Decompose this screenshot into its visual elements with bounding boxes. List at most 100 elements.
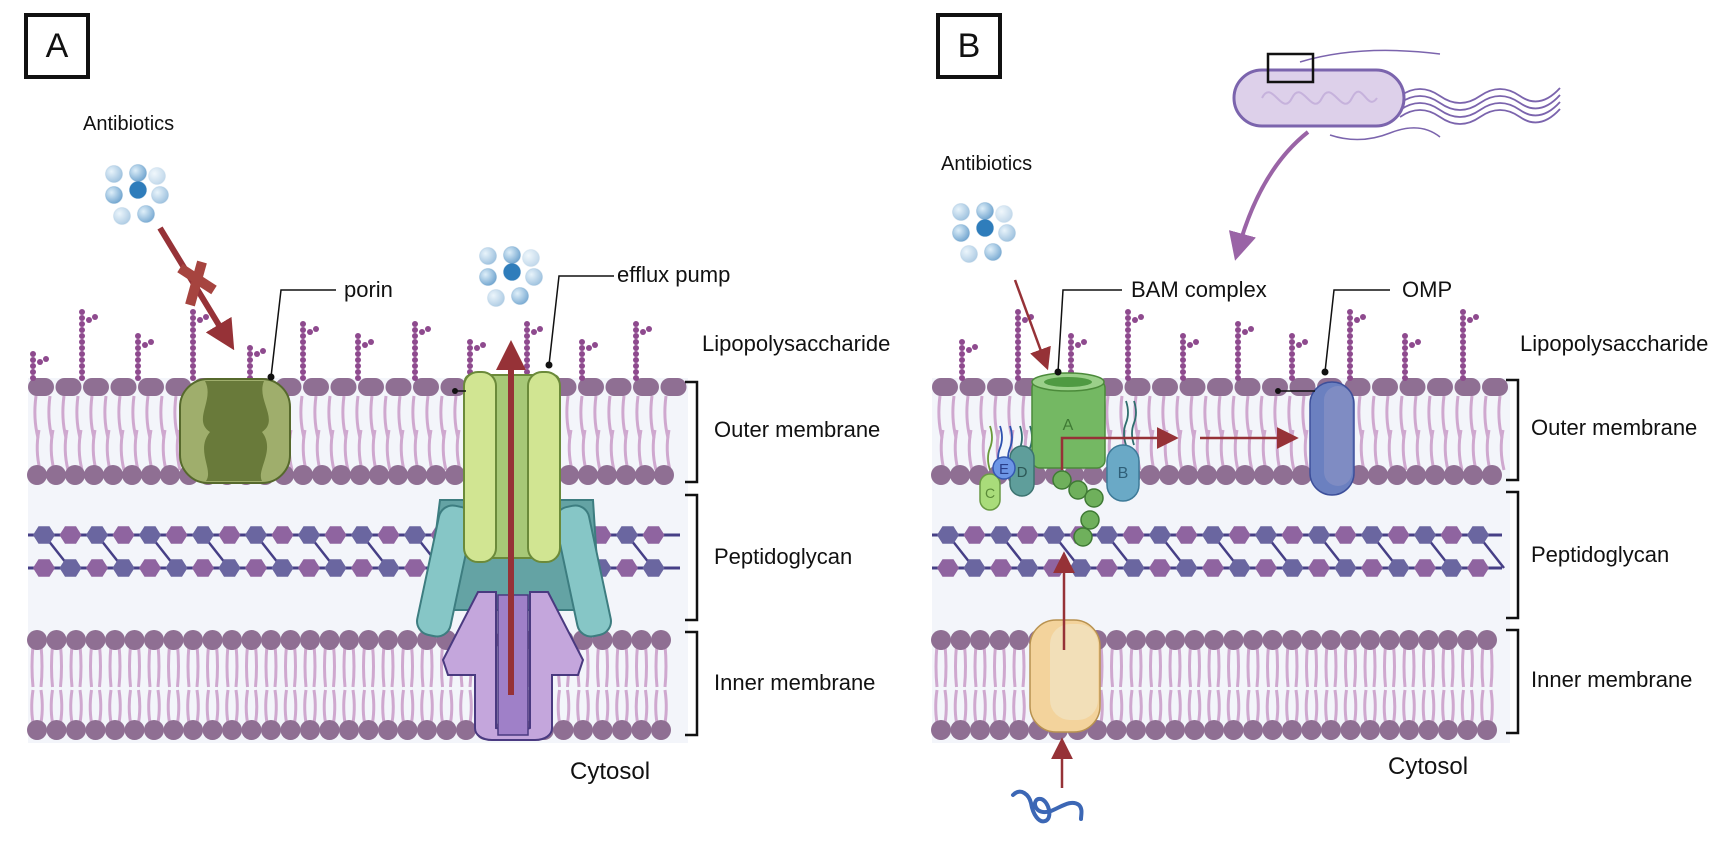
lps-sugar: [524, 351, 530, 357]
phospholipid-head: [1184, 720, 1205, 740]
lps-chain: [1289, 333, 1308, 381]
lps-sugar: [633, 351, 639, 357]
lps-sugar: [135, 345, 141, 351]
lps-sugar: [1460, 321, 1466, 327]
phospholipid-head: [651, 720, 671, 740]
panel-b-antibiotics-label: Antibiotics: [941, 153, 1033, 175]
phospholipid-head: [426, 465, 446, 485]
phospholipid-head: [597, 465, 617, 485]
lps-chain: [1180, 333, 1199, 381]
nag-nam-sugar: [1387, 559, 1410, 577]
lps-sugar: [300, 351, 306, 357]
nag-nam-sugar: [165, 559, 188, 577]
lps-sugar: [1402, 351, 1408, 357]
lps-sugar: [190, 327, 196, 333]
phospholipid-head: [27, 630, 47, 650]
nag-nam-sugar: [1414, 559, 1436, 577]
nag-nam-sugar: [616, 526, 638, 544]
phospholipid-head: [1254, 465, 1274, 485]
nag-nam-sugar: [1149, 559, 1171, 577]
phospholipid-head: [397, 630, 418, 650]
lps-chain: [1015, 309, 1034, 381]
phospholipid-head: [1457, 720, 1478, 740]
phospholipid-head: [1106, 630, 1127, 650]
lps-sugar: [79, 309, 85, 315]
lps-sugar: [1460, 351, 1466, 357]
nag-nam-sugar: [1281, 559, 1304, 577]
lps-sugar: [467, 345, 473, 351]
lps-sugar: [203, 314, 209, 320]
nag-nam-sugar: [1122, 526, 1145, 544]
lps-sugar: [1235, 333, 1241, 339]
phospholipid-head: [144, 630, 164, 650]
lps-sugar: [467, 339, 473, 345]
lps-sugar: [579, 357, 585, 363]
efflux-adaptor-left: [416, 504, 474, 638]
phospholipid-head: [456, 720, 476, 740]
phospholipid-head: [358, 720, 379, 740]
lps-sugar: [355, 351, 361, 357]
lipid-tail: [343, 429, 350, 471]
lps-sugar: [30, 375, 36, 381]
nag-nam-sugar: [245, 559, 267, 577]
lps-sugar: [1180, 333, 1186, 339]
lps-sugar: [1460, 327, 1466, 333]
lps-sugar: [412, 363, 418, 369]
flagellum: [1399, 87, 1561, 104]
lps-sugar: [959, 363, 965, 369]
nag-nam-sugar: [1414, 526, 1436, 544]
phospholipid-head: [592, 720, 613, 740]
lipopolysaccharide-chains: [959, 309, 1479, 381]
lps-sugar: [355, 369, 361, 375]
antibiotic-molecule: [976, 202, 994, 220]
nag-nam-sugar: [1043, 526, 1065, 544]
lps-sugar: [260, 348, 266, 354]
lps-sugar: [1402, 339, 1408, 345]
layer-bracket: [685, 380, 699, 484]
phospholipid-head: [1301, 720, 1322, 740]
lipid-tail: [385, 429, 392, 471]
phospholipid-head: [1262, 720, 1283, 740]
lps-sugar: [79, 357, 85, 363]
nag-nam-sugar: [351, 526, 373, 544]
panel-label-a: A: [24, 13, 90, 79]
lps-sugar: [1180, 339, 1186, 345]
lps-sugar: [524, 357, 530, 363]
lps-chain: [579, 339, 598, 381]
lps-sugar: [633, 327, 639, 333]
phospholipid-head: [1165, 720, 1185, 740]
bam-c-subunit: [979, 473, 1001, 511]
phospholipid-head: [573, 720, 593, 740]
lps-sugar: [1180, 345, 1186, 351]
phospholipid-head: [1126, 630, 1146, 650]
nag-nam-sugar: [245, 526, 267, 544]
antibiotic-molecule: [503, 263, 521, 281]
callout-dot: [267, 373, 275, 381]
nag-nam-sugar: [139, 559, 161, 577]
antibiotic-to-bam-arrow: [1013, 279, 1051, 371]
phospholipid-head: [85, 720, 106, 740]
lps-sugar: [313, 326, 319, 332]
porin-callout-line: [270, 289, 336, 378]
lps-sugar: [92, 314, 98, 320]
lps-sugar: [412, 345, 418, 351]
phospholipid-head: [280, 720, 301, 740]
porin-channel: [202, 381, 269, 481]
nag-nam-sugar: [1255, 559, 1277, 577]
lps-sugar: [355, 339, 361, 345]
lipid-anchor: [987, 425, 993, 471]
layer-bracket: [1506, 490, 1520, 620]
antibiotic-molecule: [960, 245, 978, 263]
lipid-tail: [77, 429, 84, 471]
lps-sugar: [355, 375, 361, 381]
lps-sugar: [412, 369, 418, 375]
lps-sugar: [592, 342, 598, 348]
lipid-tail: [595, 429, 602, 471]
lps-sugar: [190, 345, 196, 351]
lipid-tail: [651, 429, 658, 471]
lps-sugar: [1296, 342, 1302, 348]
panel-a: [27, 164, 699, 743]
lps-sugar: [79, 339, 85, 345]
lps-sugar: [79, 345, 85, 351]
panel-a-inner-membrane-label: Inner membrane: [714, 670, 876, 695]
